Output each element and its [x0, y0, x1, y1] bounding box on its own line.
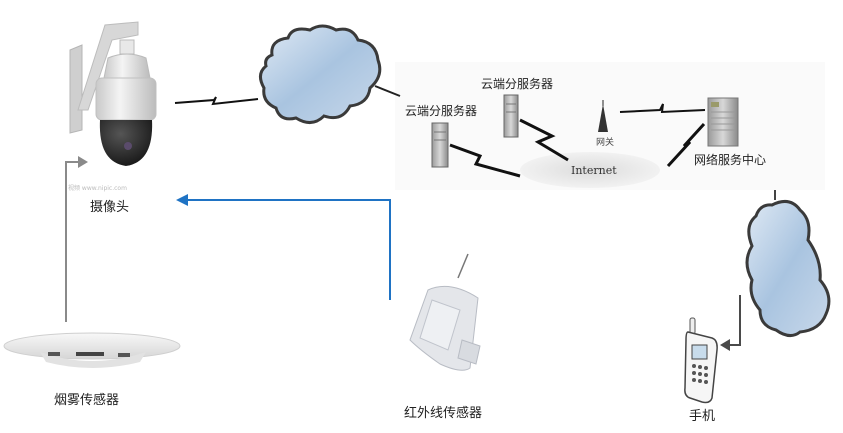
- right-cloud-icon: [745, 199, 831, 337]
- smoke-sensor-icon: [3, 332, 181, 368]
- phone-label: 手机: [689, 409, 716, 424]
- camera-icon: [69, 21, 157, 166]
- camera-label: 摄像头: [90, 200, 130, 215]
- cloud-server-2-icon: [503, 94, 519, 138]
- internet-label: Internet: [571, 164, 617, 177]
- cloud-server-1-label: 云端分服务器: [405, 104, 478, 118]
- internet-cloud-icon: [520, 152, 660, 188]
- gateway-label: 网关: [596, 138, 615, 148]
- smoke-to-camera-arrow: [65, 156, 88, 322]
- cloud-to-phone-arrow: [720, 295, 741, 351]
- network-center-server-icon: [707, 97, 739, 147]
- cloud-server-1-icon: [431, 122, 449, 168]
- network-center-label: 网络服务中心: [694, 153, 767, 167]
- cloud-panel-link: [374, 85, 401, 97]
- ir-to-camera-arrow: [176, 194, 391, 300]
- cloud-icon: [259, 24, 382, 124]
- camera-cloud-link: [174, 96, 259, 106]
- gateway-tower-icon: [598, 100, 608, 132]
- internet-center-link: [666, 122, 706, 168]
- smoke-sensor-label: 烟雾传感器: [54, 393, 120, 408]
- camera-watermark: 视频 www.nipic.com: [68, 185, 127, 192]
- server1-internet-link: [449, 143, 521, 178]
- phone-icon: [684, 317, 718, 404]
- cloud-server-2-label: 云端分服务器: [481, 77, 554, 91]
- gateway-center-link: [619, 103, 706, 114]
- ir-sensor-label: 红外线传感器: [404, 406, 483, 421]
- server2-internet-link: [519, 118, 569, 162]
- ir-sensor-icon: [409, 253, 481, 371]
